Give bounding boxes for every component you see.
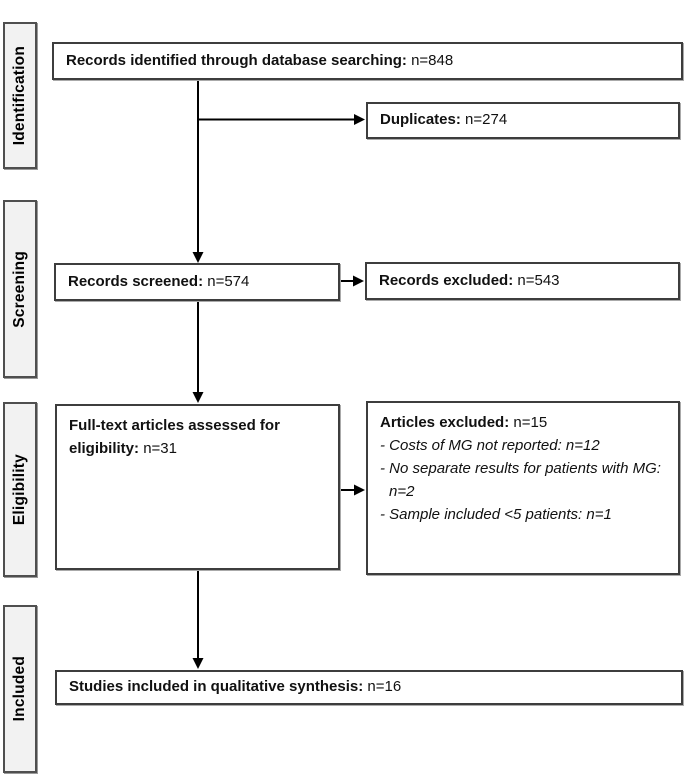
exclusion-reason-2: - No separate results for patients with … [380,460,661,500]
records-screened-label: Records screened: [68,272,204,290]
box-records-excluded: Records excluded: n=543 [365,262,680,300]
exclusion-reason-3: - Sample included <5 patients: n=1 [380,506,612,523]
box-duplicates: Duplicates: n=274 [366,102,680,139]
stage-label-identification: Identification [3,22,37,169]
arrow-to-duplicates-head [354,114,365,125]
stage-label-screening-text: Screening [11,250,28,328]
stage-label-eligibility-text: Eligibility [11,453,28,526]
arrow-screened-to-excluded-head [353,275,364,287]
box-fulltext-assessed: Full-text articles assessed for eligibil… [55,404,340,570]
stage-label-eligibility: Eligibility [3,402,37,577]
arrow-identified-to-screened-head [192,252,204,263]
fulltext-assessed-count: n=31 [143,440,177,457]
fulltext-assessed-label: Full-text articles assessed for eligibil… [69,417,280,457]
arrow-fulltext-to-included-head [192,658,204,669]
records-screened-count: n=574 [207,272,250,290]
box-records-screened: Records screened: n=574 [54,263,340,301]
records-excluded-count: n=543 [517,271,560,289]
arrow-fulltext-to-articles-excluded-head [354,484,365,496]
studies-included-label: Studies included in qualitative synthesi… [69,678,364,696]
records-identified-count: n=848 [411,51,454,69]
stage-label-included: Included [3,605,37,773]
exclusion-reason-1: - Costs of MG not reported: n=12 [380,437,600,454]
arrow-screened-to-fulltext-head [192,392,204,403]
stage-label-included-text: Included [11,656,28,722]
box-articles-excluded: Articles excluded: n=15 - Costs of MG no… [366,401,680,575]
stage-label-screening: Screening [3,200,37,378]
articles-excluded-label: Articles excluded: [380,414,510,431]
records-excluded-label: Records excluded: [379,271,514,289]
box-records-identified: Records identified through database sear… [52,42,683,80]
box-studies-included: Studies included in qualitative synthesi… [55,670,683,705]
records-identified-label: Records identified through database sear… [66,51,407,69]
stage-label-identification-text: Identification [11,45,28,146]
duplicates-count: n=274 [465,111,508,129]
studies-included-count: n=16 [367,678,402,696]
articles-excluded-count: n=15 [513,414,548,431]
duplicates-label: Duplicates: [380,111,461,129]
